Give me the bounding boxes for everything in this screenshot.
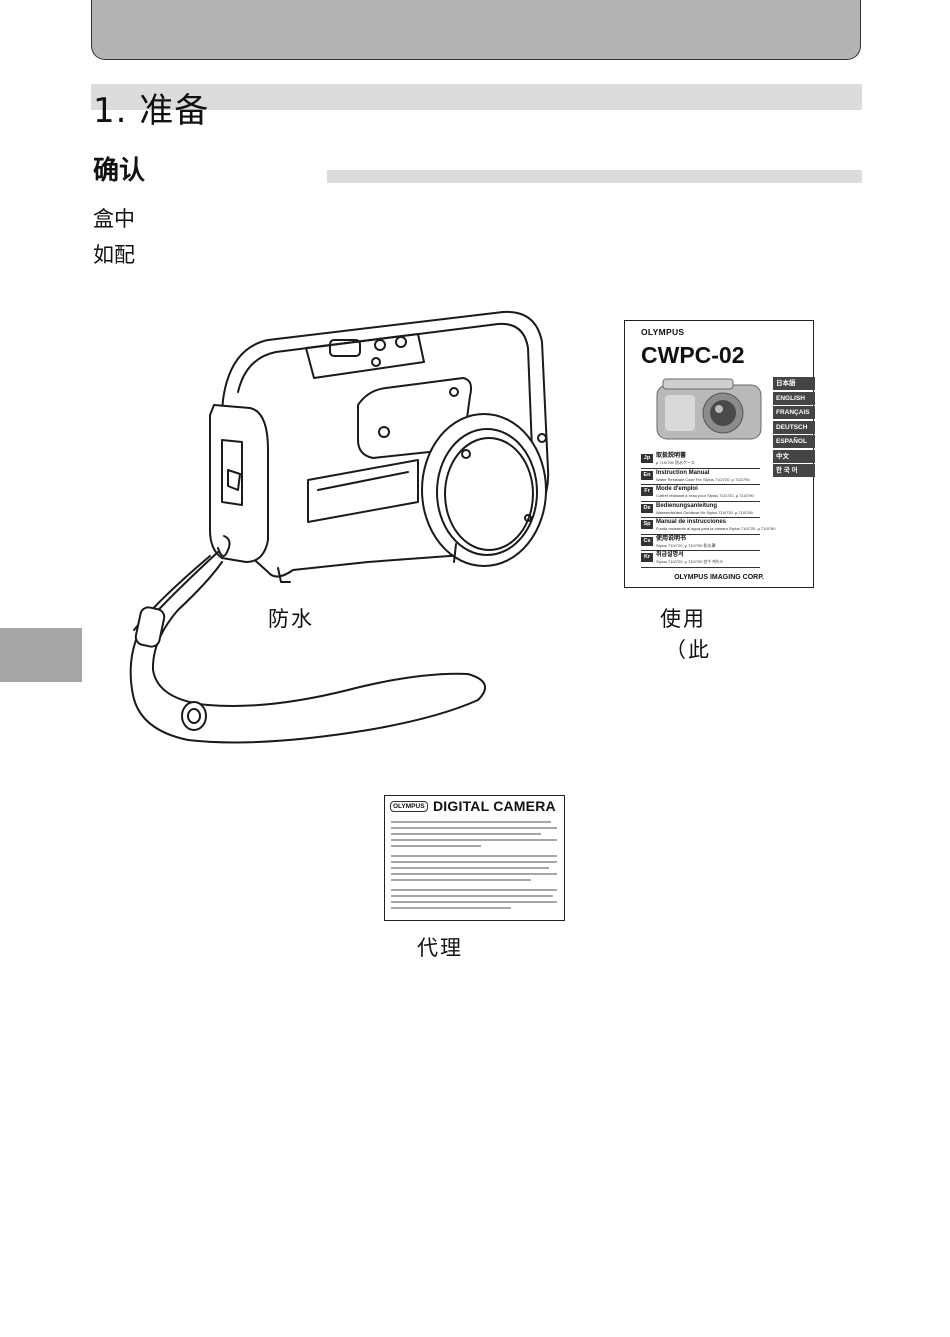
chapter-side-tab: [0, 628, 82, 682]
list-item: En Instruction Manual Water Resistant Ca…: [641, 469, 760, 485]
warranty-brand: OLYMPUS: [390, 801, 428, 812]
case-caption: 防水: [268, 607, 314, 631]
entry-title: Bedienungsanleitung: [656, 502, 718, 509]
language-label: ENGLISH: [773, 391, 815, 405]
entry-subtitle: Wasserdichtes Gehäuse für Stylus 710/720…: [656, 509, 753, 515]
language-label: 日本語: [773, 377, 815, 390]
language-label: 한 국 어: [773, 464, 815, 477]
language-label: ESPAÑOL: [773, 435, 815, 448]
language-code: Kr: [641, 553, 653, 562]
language-code: Cs: [641, 536, 653, 546]
case-photo-icon: [656, 378, 762, 440]
waterproof-case-illustration: [129, 310, 550, 744]
language-code: De: [641, 503, 653, 513]
language-code: Fr: [641, 487, 653, 496]
list-item: Cs 使用说明书 Stylus 710/720, μ 710/790 防水罩: [641, 535, 760, 551]
entry-title: Manual de instrucciones: [656, 519, 727, 525]
list-item: Sp Manual de instrucciones Funda resiste…: [641, 518, 776, 535]
intro-line-1: 盒中: [93, 207, 135, 231]
warranty-card: OLYMPUS DIGITAL CAMERA: [384, 795, 565, 921]
entry-title: 使用说明书: [656, 535, 687, 542]
entry-subtitle: Stylus 710/720, μ 710/790 防水罩: [656, 542, 716, 548]
warranty-title: DIGITAL CAMERA: [433, 798, 556, 814]
language-label: 中文: [773, 449, 815, 463]
section-rule: [327, 170, 862, 183]
manual-brand: OLYMPUS: [641, 327, 685, 337]
entry-title: Instruction Manual: [656, 469, 710, 476]
header-banner: [91, 0, 861, 60]
list-item: Fr Mode d'emploi Coffret résistant à l'e…: [641, 485, 760, 502]
entry-subtitle: μ 710/790 防水ケース: [656, 460, 695, 465]
section-title: 确认: [93, 156, 146, 186]
list-item: De Bedienungsanleitung Wasserdichtes Geh…: [641, 502, 760, 518]
entry-title: 취급설명서: [656, 552, 684, 558]
language-label: DEUTSCH: [773, 420, 815, 434]
list-item: Jp 取扱説明書 μ 710/790 防水ケース: [641, 452, 760, 469]
warranty-caption: 代理: [417, 936, 463, 960]
manual-entry-list: Jp 取扱説明書 μ 710/790 防水ケース En Instruction …: [641, 452, 776, 568]
manual-publisher: OLYMPUS IMAGING CORP.: [674, 574, 764, 581]
language-label: FRANÇAIS: [773, 406, 815, 419]
intro-line-2: 如配: [93, 243, 135, 267]
entry-subtitle: Stylus 710/720, μ 710/790 방수 케이스: [656, 559, 724, 564]
language-code: Sp: [641, 520, 653, 529]
manual-caption: 使用: [660, 607, 706, 631]
chapter-bar: [91, 84, 862, 110]
entry-subtitle: Funda resistente al agua para la cámara …: [656, 526, 776, 531]
manual-note-caption: （此: [665, 638, 711, 662]
chapter-title: 1. 准备: [93, 91, 210, 131]
manual-model: CWPC-02: [641, 342, 745, 368]
list-item: Kr 취급설명서 Stylus 710/720, μ 710/790 방수 케이…: [641, 551, 760, 568]
entry-subtitle: Water Resistant Case For Stylus 710/720,…: [656, 476, 750, 482]
entry-title: Mode d'emploi: [656, 486, 698, 492]
entry-title: 取扱説明書: [656, 453, 687, 459]
language-code: En: [641, 470, 653, 480]
instruction-manual-cover: OLYMPUS CWPC-02 日本語 ENGLISH FRANÇAIS DEU…: [624, 320, 815, 588]
manual-language-list: 日本語 ENGLISH FRANÇAIS DEUTSCH ESPAÑOL 中文 …: [773, 377, 815, 479]
language-code: Jp: [641, 454, 653, 463]
fine-print-lines: [391, 821, 557, 909]
entry-subtitle: Coffret résistant à l'eau pour Stylus 71…: [656, 493, 754, 498]
